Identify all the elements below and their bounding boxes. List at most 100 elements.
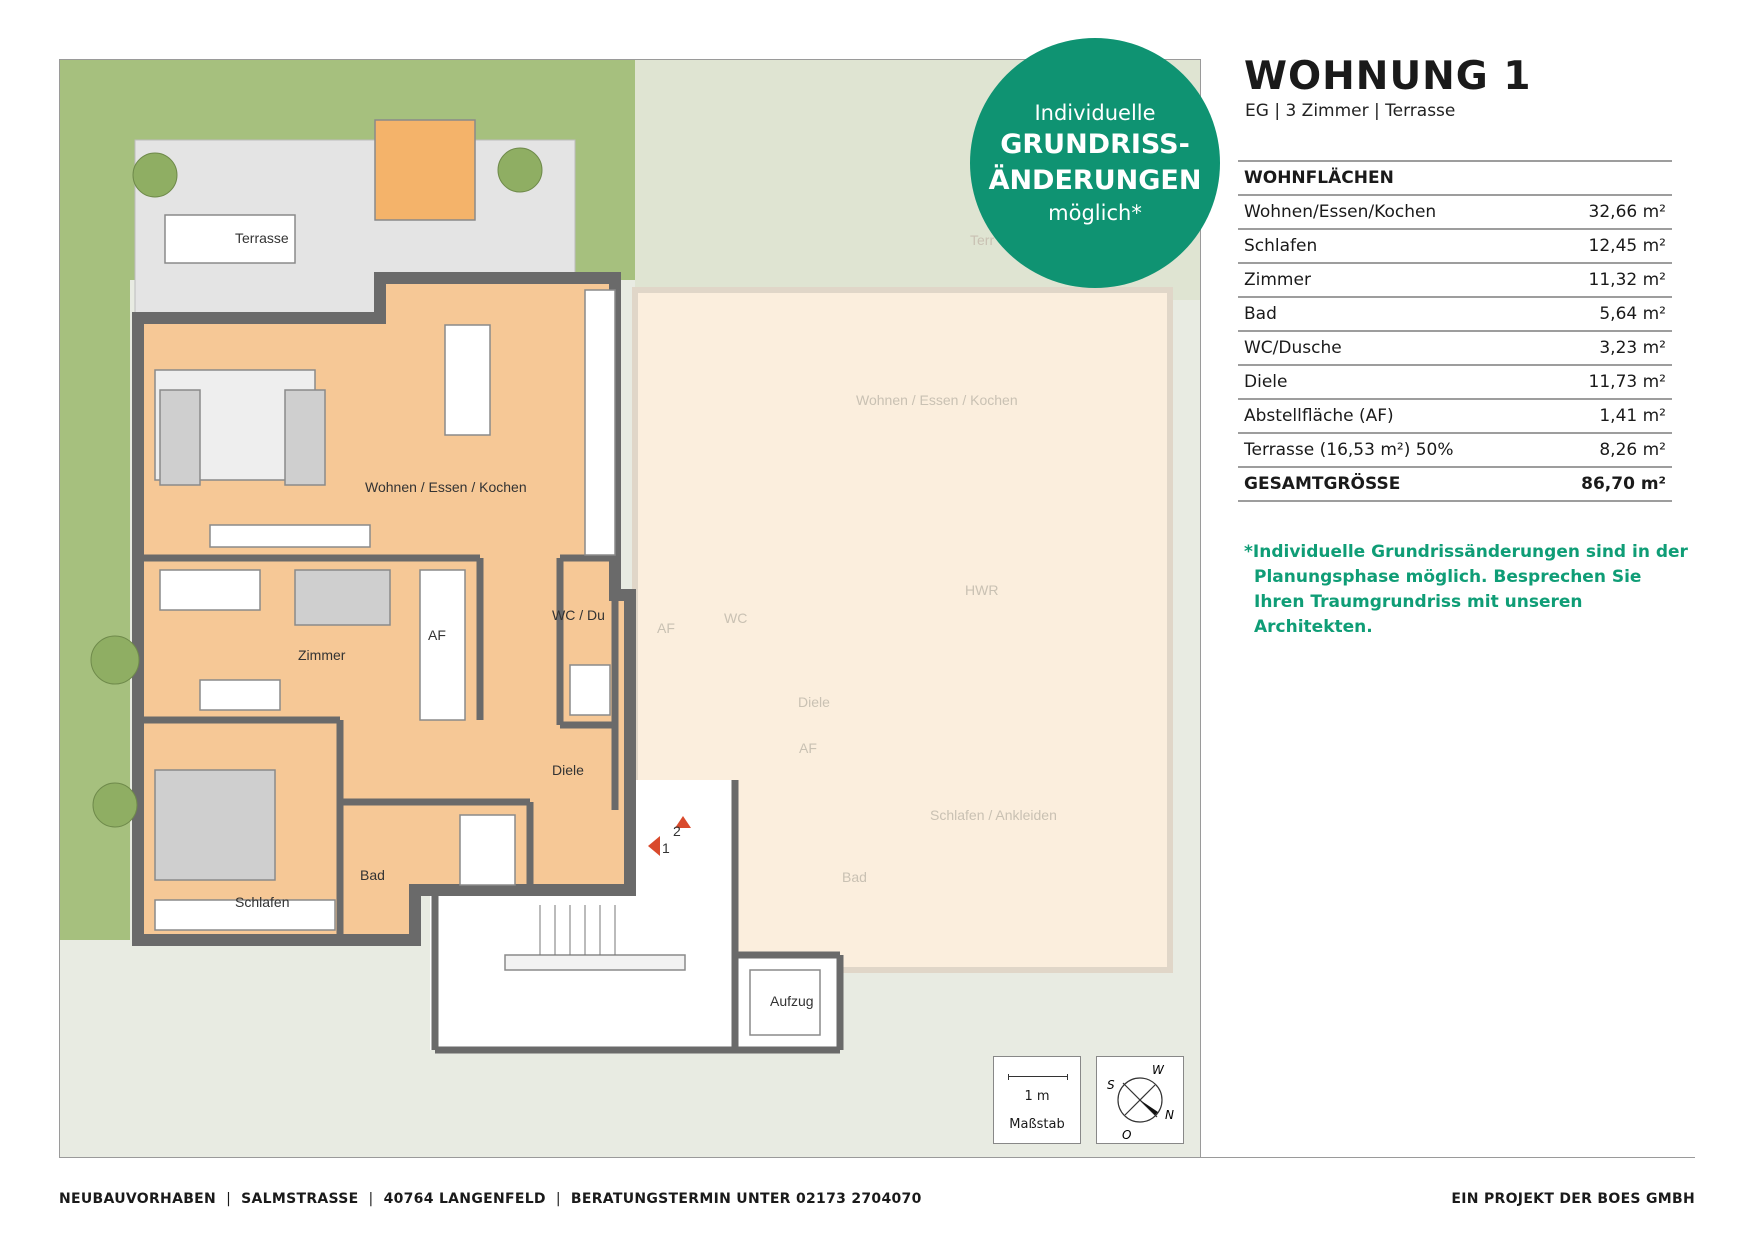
- label-wohnen: Wohnen / Essen / Kochen: [365, 479, 527, 495]
- footer-street: SALMSTRASSE: [241, 1191, 359, 1207]
- area-value: 11,32 m²: [1539, 263, 1672, 298]
- grundriss-badge: Individuelle GRUNDRISS- ÄNDERUNGEN mögli…: [970, 38, 1220, 288]
- faded-label-diele: Diele: [798, 694, 830, 710]
- total-value: 86,70 m²: [1539, 467, 1672, 502]
- bathtub: [459, 814, 516, 886]
- label-step-1: 1: [662, 840, 670, 856]
- dining-table: [444, 324, 491, 436]
- label-bad: Bad: [360, 867, 385, 883]
- area-value: 1,41 m²: [1539, 399, 1672, 434]
- compass: W S N O: [1096, 1056, 1184, 1144]
- area-label: Terrasse (16,53 m²) 50%: [1238, 433, 1540, 468]
- faded-label-af1: AF: [657, 620, 675, 636]
- badge-line-4: möglich*: [1048, 201, 1142, 225]
- total-label: GESAMTGRÖSSE: [1238, 467, 1540, 502]
- zimmer-shelf: [159, 569, 261, 611]
- label-schlafen: Schlafen: [235, 894, 289, 910]
- trees: [90, 147, 543, 828]
- area-label: Wohnen/Essen/Kochen: [1238, 195, 1540, 230]
- parasol: [374, 119, 476, 221]
- label-wc: WC / Du: [552, 607, 605, 623]
- label-step-2: 2: [673, 823, 681, 839]
- apartment-subtitle: EG | 3 Zimmer | Terrasse: [1245, 101, 1456, 121]
- furniture: [154, 119, 821, 1036]
- wardrobe: [154, 899, 336, 931]
- footer-city: 40764 LANGENFELD: [383, 1191, 546, 1207]
- area-value: 12,45 m²: [1539, 229, 1672, 264]
- sofa-left: [159, 389, 201, 486]
- shower: [569, 664, 611, 716]
- faded-label-schlafen: Schlafen / Ankleiden: [930, 807, 1057, 823]
- label-terrasse: Terrasse: [235, 230, 289, 246]
- faded-label-wohnen: Wohnen / Essen / Kochen: [856, 392, 1018, 408]
- stair-landing: [504, 954, 686, 971]
- footer-project: NEUBAUVORHABEN: [59, 1191, 217, 1207]
- guest-bed: [294, 569, 391, 626]
- label-aufzug: Aufzug: [770, 993, 814, 1009]
- area-value: 5,64 m²: [1539, 297, 1672, 332]
- planning-note: *Individuelle Grundrissänderungen sind i…: [1244, 542, 1688, 637]
- area-label: Diele: [1238, 365, 1540, 400]
- desk: [199, 679, 281, 711]
- outer-walls: [132, 272, 636, 946]
- faded-label-af2: AF: [799, 740, 817, 756]
- elevator-car: [749, 969, 821, 1036]
- sofa-right: [284, 389, 326, 486]
- faded-label-hwr: HWR: [965, 582, 998, 598]
- compass-w: W: [1152, 1063, 1165, 1077]
- label-zimmer: Zimmer: [298, 647, 346, 663]
- apartment-title: WOHNUNG 1: [1244, 54, 1532, 99]
- footer-divider: [59, 1157, 1695, 1158]
- area-table-header: WOHNFLÄCHEN: [1238, 160, 1672, 196]
- area-label: Abstellfläche (AF): [1238, 399, 1540, 434]
- faded-label-terrasse: Terr: [970, 232, 994, 248]
- entry-arrow-2: [675, 816, 691, 828]
- area-label: Zimmer: [1238, 263, 1540, 298]
- label-diele: Diele: [552, 762, 584, 778]
- scale-label: Maßstab: [1009, 1117, 1065, 1132]
- sideboard: [209, 524, 371, 548]
- entry-arrow-1: [648, 836, 660, 856]
- area-table-heading: WOHNFLÄCHEN: [1238, 160, 1672, 196]
- scale-legend: 1 m Maßstab: [993, 1056, 1081, 1144]
- footer-left: NEUBAUVORHABEN|SALMSTRASSE|40764 LANGENF…: [59, 1191, 922, 1207]
- badge-line-1: Individuelle: [1034, 101, 1156, 125]
- area-label: Bad: [1238, 297, 1540, 332]
- kitchen-counter: [584, 289, 616, 556]
- area-value: 11,73 m²: [1539, 365, 1672, 400]
- area-value: 3,23 m²: [1539, 331, 1672, 366]
- footer-right: EIN PROJEKT DER BOES GMBH: [1451, 1191, 1695, 1207]
- interior-walls: [138, 554, 844, 1054]
- compass-o: O: [1122, 1128, 1131, 1142]
- faded-label-wc: WC: [724, 610, 747, 626]
- area-label: WC/Dusche: [1238, 331, 1540, 366]
- double-bed: [154, 769, 276, 881]
- storage-af: [419, 569, 466, 721]
- terrace-table: [164, 214, 296, 264]
- compass-s: S: [1107, 1078, 1115, 1092]
- table-row: Abstellfläche (AF)1,41 m²: [1238, 399, 1672, 434]
- floor-plan-drawing: Terrasse Wohnen / Essen / Kochen Zimmer …: [60, 60, 1200, 1157]
- scale-bar: [1008, 1074, 1068, 1080]
- table-row: Terrasse (16,53 m²) 50%8,26 m²: [1238, 433, 1672, 468]
- faded-label-bad: Bad: [842, 869, 867, 885]
- staircase: [539, 905, 616, 955]
- badge-line-3: ÄNDERUNGEN: [988, 165, 1202, 196]
- area-label: Schlafen: [1238, 229, 1540, 264]
- label-af: AF: [428, 627, 446, 643]
- area-value: 8,26 m²: [1539, 433, 1672, 468]
- footer-contact: BERATUNGSTERMIN UNTER 02173 2704070: [570, 1191, 922, 1207]
- compass-n: N: [1165, 1108, 1174, 1122]
- compass-icon: W S N O: [1107, 1063, 1174, 1142]
- area-value: 32,66 m²: [1539, 195, 1672, 230]
- scale-length: 1 m: [1024, 1089, 1050, 1104]
- badge-line-2: GRUNDRISS-: [1000, 129, 1190, 160]
